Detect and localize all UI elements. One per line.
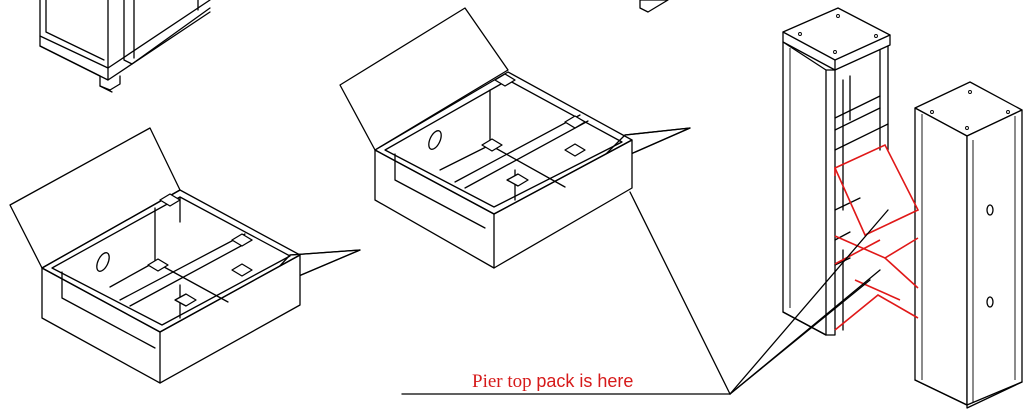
callout-text-sans: pack is here (536, 371, 634, 391)
red-shelf-upper (833, 143, 920, 237)
box-left (9, 127, 361, 384)
pier-left (782, 7, 891, 336)
callout-text-serif: Pier top (472, 371, 537, 392)
box-middle (339, 7, 691, 269)
callout-label: Pier top pack is here (472, 370, 633, 393)
cabinet-base-fragment (39, 0, 211, 93)
red-shelf-middle (834, 235, 919, 289)
callout-leaders (401, 191, 889, 395)
red-shelf-lower (834, 279, 919, 331)
small-part-top (639, 0, 669, 13)
pier-right (914, 81, 1023, 409)
